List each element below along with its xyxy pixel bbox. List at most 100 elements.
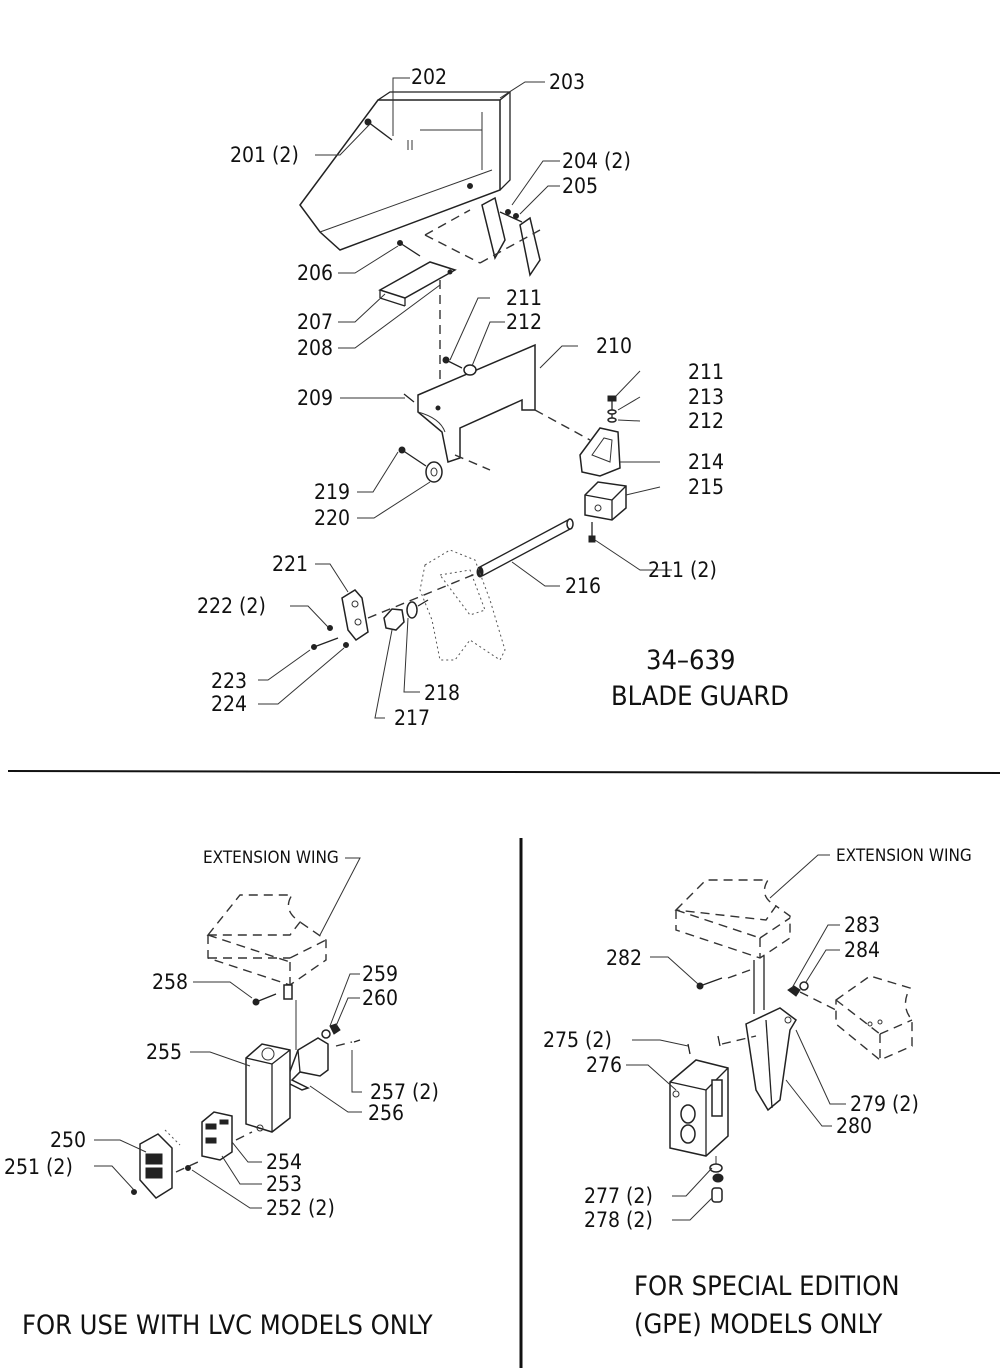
wing-tab (283, 984, 293, 1000)
extension-wing-far-outline (835, 975, 913, 1061)
label-216: 216 (565, 574, 601, 598)
part-211-lower-screw (588, 522, 596, 543)
label-218: 218 (424, 681, 460, 705)
label-209: 209 (297, 386, 333, 410)
label-203: 203 (549, 70, 585, 94)
gpe-switch-assembly (626, 854, 913, 1221)
label-278: 278 (2) (584, 1208, 653, 1232)
part-254-switch-block (201, 1111, 233, 1161)
label-224: 224 (211, 692, 247, 716)
label-254: 254 (266, 1150, 302, 1174)
part-258-screw (252, 993, 277, 1006)
part-217-218-nut-washer (383, 599, 429, 631)
part-210-guard-plate (417, 343, 536, 463)
saw-arm-outline (419, 549, 506, 661)
gpe-models-caption-line2: (GPE) MODELS ONLY (634, 1309, 883, 1340)
label-255: 255 (146, 1040, 182, 1064)
label-257: 257 (2) (370, 1080, 439, 1104)
guide-line (235, 1131, 253, 1141)
guide-line (799, 991, 837, 1011)
part-283-284-nuts (787, 981, 809, 997)
label-282: 282 (606, 946, 642, 970)
part-215-block (584, 481, 627, 521)
label-215: 215 (688, 475, 724, 499)
guard-mounting-plane (424, 209, 541, 264)
blade-guard-part-number: 34–639 (646, 645, 735, 676)
gpe-models-caption-line1: FOR SPECIAL EDITION (634, 1271, 900, 1302)
label-212-upper: 212 (506, 310, 542, 334)
blade-guard-title: BLADE GUARD (611, 681, 789, 712)
label-258: 258 (152, 970, 188, 994)
label-206: 206 (297, 261, 333, 285)
part-277-278-bushing (709, 1156, 724, 1203)
label-276: 276 (586, 1053, 622, 1077)
guide-line (454, 454, 491, 471)
label-277: 277 (2) (584, 1184, 653, 1208)
guide-line (721, 1035, 757, 1045)
label-211-lower: 211 (2) (648, 558, 717, 582)
blade-guard-assembly (258, 77, 672, 719)
section-titles: 34–639 BLADE GUARD EXTENSION WING EXTENS… (22, 645, 972, 1341)
part-201-screw (364, 118, 393, 141)
part-216-shaft (476, 518, 574, 578)
part-276-switch-box (669, 1059, 729, 1157)
label-221: 221 (272, 552, 308, 576)
part-222-223-224-screws (311, 625, 349, 650)
label-211-right: 211 (688, 360, 724, 384)
lvc-models-caption: FOR USE WITH LVC MODELS ONLY (22, 1310, 433, 1341)
label-220: 220 (314, 506, 350, 530)
part-labels: 201 (2) 202 203 204 (2) 205 206 207 208 … (4, 65, 919, 1232)
label-279: 279 (2) (850, 1092, 919, 1116)
label-214: 214 (688, 450, 724, 474)
part-250-switch-plate (139, 1129, 181, 1199)
label-253: 253 (266, 1172, 302, 1196)
label-219: 219 (314, 480, 350, 504)
leader-lines-lvc (94, 857, 362, 1209)
label-252: 252 (2) (266, 1196, 335, 1220)
lvc-switch-assembly (94, 857, 362, 1209)
guide-line (727, 969, 751, 979)
part-259-260-nuts (321, 1023, 341, 1039)
guide-line (175, 1161, 199, 1173)
part-214-clamp (579, 427, 621, 477)
part-251-screw (131, 1189, 137, 1195)
part-275-pins (687, 1035, 721, 1055)
part-219-220-knob (398, 446, 443, 483)
guide-line (367, 571, 481, 619)
extension-wing-right-outline (674, 879, 791, 959)
part-256-bracket (285, 1037, 329, 1091)
label-217: 217 (394, 706, 430, 730)
leader-lines-gpe (626, 854, 846, 1221)
part-207-bracket (378, 240, 457, 307)
label-222: 222 (2) (197, 594, 266, 618)
leader-lines-blade-guard (258, 77, 672, 719)
label-207: 207 (297, 310, 333, 334)
label-211-upper: 211 (506, 286, 542, 310)
part-252-screw (185, 1165, 191, 1171)
label-208: 208 (297, 336, 333, 360)
part-280-long-bracket (745, 956, 797, 1112)
label-201: 201 (2) (230, 143, 299, 167)
part-screw-hole (467, 183, 473, 189)
part-282-screw (696, 977, 723, 990)
extension-wing-label-right: EXTENSION WING (836, 846, 972, 866)
part-209-pin (403, 393, 415, 403)
part-211-screw (442, 356, 477, 376)
label-210: 210 (596, 334, 632, 358)
part-221-bracket (341, 589, 369, 642)
part-204-side-plate (481, 196, 541, 277)
label-212-right: 212 (688, 409, 724, 433)
label-202: 202 (411, 65, 447, 89)
label-275: 275 (2) (543, 1028, 612, 1052)
label-259: 259 (362, 962, 398, 986)
extension-wing-label-left: EXTENSION WING (203, 848, 339, 868)
label-280: 280 (836, 1114, 872, 1138)
part-211-vertical-screw (607, 395, 617, 423)
guide-line (534, 409, 591, 441)
label-251: 251 (2) (4, 1155, 73, 1179)
label-250: 250 (50, 1128, 86, 1152)
label-205: 205 (562, 174, 598, 198)
section-divider-horizontal (7, 770, 1000, 774)
label-260: 260 (362, 986, 398, 1010)
